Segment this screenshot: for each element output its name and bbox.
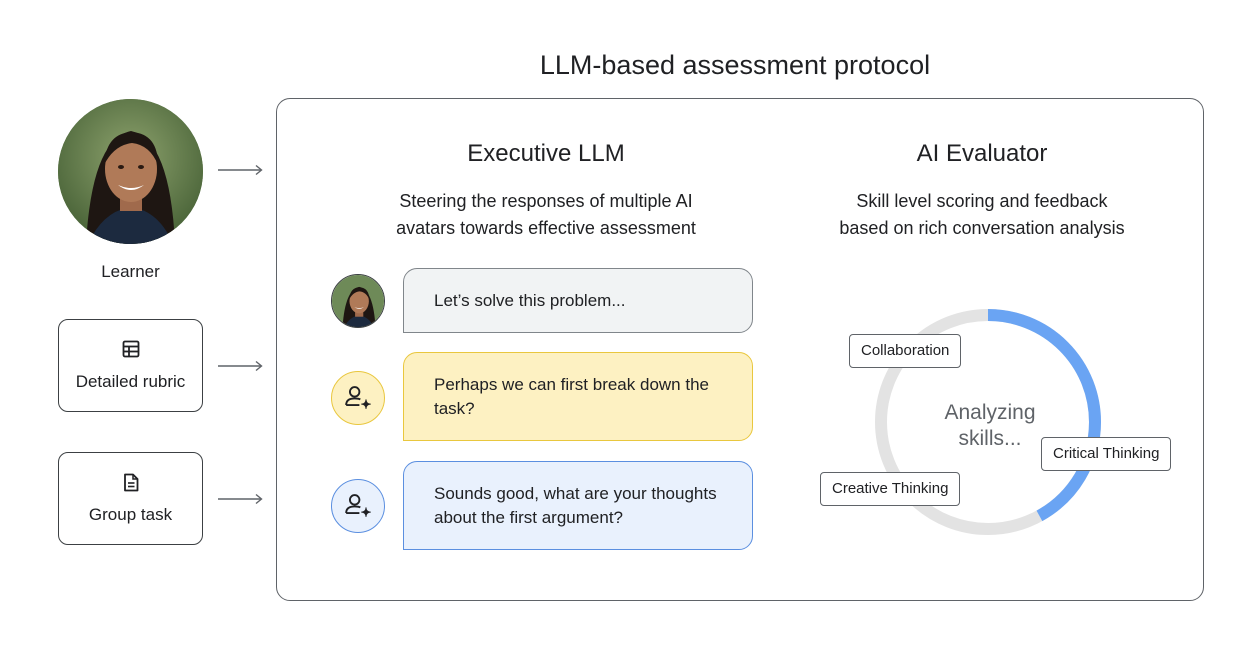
analyzing-status-line-1: Analyzing bbox=[944, 401, 1036, 424]
analyzing-status-line-2: skills... bbox=[958, 427, 1022, 450]
table-icon bbox=[59, 340, 202, 363]
ai-evaluator-description: Skill level scoring and feedback based o… bbox=[782, 188, 1182, 242]
evaluator-description-line-1: Skill level scoring and feedback bbox=[856, 191, 1108, 211]
ai-evaluator-title: AI Evaluator bbox=[916, 140, 1048, 167]
learner-photo-illustration bbox=[58, 99, 203, 244]
arrow-right-icon bbox=[218, 492, 264, 506]
detailed-rubric-card: Detailed rubric bbox=[58, 319, 203, 412]
group-task-card: Group task bbox=[58, 452, 203, 545]
skill-tag-collaboration: Collaboration bbox=[849, 334, 962, 368]
chat-message-text: Let’s solve this problem... bbox=[434, 290, 626, 310]
evaluator-description-line-2: based on rich conversation analysis bbox=[839, 218, 1125, 238]
learner-chat-avatar bbox=[331, 274, 385, 328]
person-sparkle-icon bbox=[345, 494, 371, 517]
page-title: LLM-based assessment protocol bbox=[539, 50, 931, 80]
group-task-label: Group task bbox=[88, 505, 173, 524]
chat-bubble-ai-blue: Sounds good, what are your thoughts abou… bbox=[403, 461, 753, 550]
analyzing-status: Analyzing skills... bbox=[900, 400, 1080, 452]
executive-llm-title: Executive LLM bbox=[467, 140, 625, 167]
learner-label: Learner bbox=[101, 262, 160, 281]
arrow-right-icon bbox=[218, 359, 264, 373]
ai-avatar-blue bbox=[331, 479, 385, 533]
learner-avatar bbox=[58, 99, 203, 244]
person-sparkle-icon bbox=[345, 386, 371, 409]
skill-analysis-ring bbox=[875, 309, 1101, 535]
ring-progress bbox=[875, 309, 1101, 535]
chat-message-text: Sounds good, what are your thoughts abou… bbox=[434, 483, 717, 527]
skill-tag-critical-thinking: Critical Thinking bbox=[1041, 437, 1172, 471]
skill-tag-creative-thinking: Creative Thinking bbox=[820, 472, 961, 506]
document-icon bbox=[59, 473, 202, 497]
detailed-rubric-label: Detailed rubric bbox=[75, 372, 186, 391]
arrow-right-icon bbox=[218, 163, 264, 177]
chat-bubble-learner: Let’s solve this problem... bbox=[403, 268, 753, 333]
executive-description-line-2: avatars towards effective assessment bbox=[396, 218, 696, 238]
protocol-container bbox=[276, 98, 1204, 601]
executive-llm-description: Steering the responses of multiple AI av… bbox=[346, 188, 746, 242]
chat-message-text: Perhaps we can first break down the task… bbox=[434, 374, 709, 418]
chat-bubble-ai-yellow: Perhaps we can first break down the task… bbox=[403, 352, 753, 441]
ai-avatar-yellow bbox=[331, 371, 385, 425]
executive-description-line-1: Steering the responses of multiple AI bbox=[399, 191, 693, 211]
